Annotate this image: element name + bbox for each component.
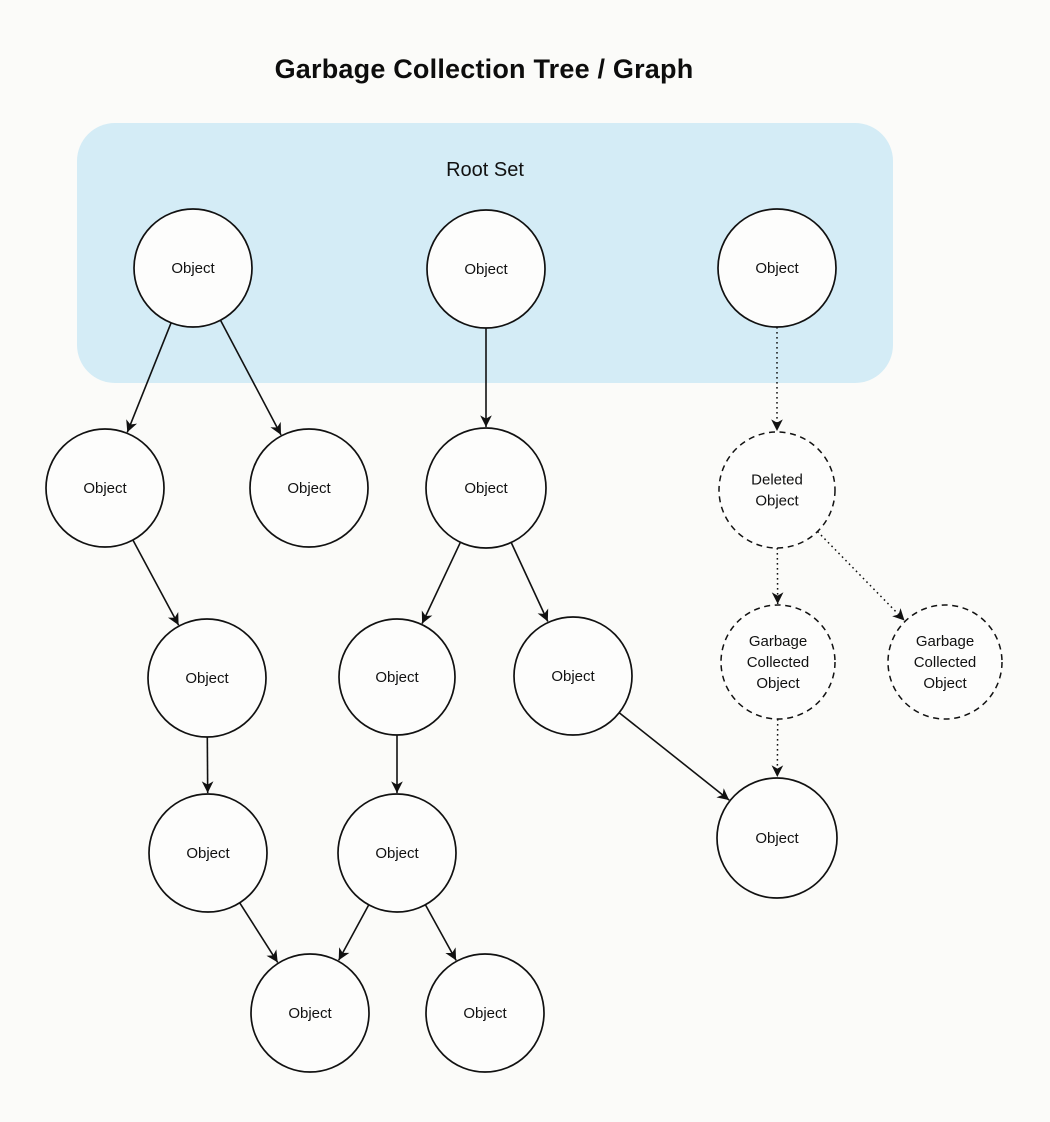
node-circle [133, 208, 253, 328]
node-obj2: Object [249, 428, 369, 548]
edge-obj7-obj10 [239, 902, 279, 963]
node-circle [45, 428, 165, 548]
node-obj1: Object [45, 428, 165, 548]
node-obj7: Object [148, 793, 268, 913]
node-obj9: Object [716, 777, 838, 899]
node-label: Object [464, 480, 508, 497]
node-circle [716, 777, 838, 899]
diagram-title: Garbage Collection Tree / Graph [274, 54, 694, 84]
node-obj5: Object [338, 618, 456, 736]
node-circle [718, 431, 836, 549]
node-label: Object [755, 260, 799, 277]
edge-obj6-obj9 [618, 712, 730, 801]
node-root1: Object [133, 208, 253, 328]
edges-layer [126, 319, 906, 963]
node-label: Object [464, 261, 508, 278]
node-circle [148, 793, 268, 913]
node-label: Object [83, 480, 127, 497]
node-circle [717, 208, 837, 328]
node-obj6: Object [513, 616, 633, 736]
node-root2: Object [426, 209, 546, 329]
node-circle [337, 793, 457, 913]
root-set-label: Root Set [446, 159, 524, 181]
node-label: Object [186, 845, 230, 862]
node-label: Object [375, 845, 419, 862]
node-circle [513, 616, 633, 736]
edge-root1-obj2 [219, 319, 282, 436]
edge-deleted-gc2 [816, 530, 906, 622]
node-obj10: Object [250, 953, 370, 1073]
node-label: Object [171, 260, 215, 277]
node-label: Object [185, 670, 229, 687]
edge-obj8-obj10 [337, 904, 370, 961]
edge-obj1-obj4 [132, 539, 180, 626]
node-obj4: Object [147, 618, 267, 738]
node-label: Object [551, 668, 595, 685]
node-label: Object [375, 669, 419, 686]
node-label: Object [755, 830, 799, 847]
node-obj3: Object [425, 427, 547, 549]
node-label: Object [287, 480, 331, 497]
edge-obj3-obj5 [421, 541, 462, 624]
node-obj8: Object [337, 793, 457, 913]
node-label: Object [288, 1005, 332, 1022]
node-circle [720, 604, 836, 720]
node-circle [250, 953, 370, 1073]
edge-root1-obj1 [126, 322, 172, 433]
node-circle [147, 618, 267, 738]
node-circle [426, 209, 546, 329]
edge-obj3-obj6 [510, 542, 549, 622]
node-obj11: Object [425, 953, 545, 1073]
node-circle [425, 427, 547, 549]
node-circle [887, 604, 1003, 720]
node-circle [338, 618, 456, 736]
node-root3: Object [717, 208, 837, 328]
node-circle [425, 953, 545, 1073]
node-circle [249, 428, 369, 548]
edge-obj8-obj11 [424, 904, 457, 961]
node-label: Object [463, 1005, 507, 1022]
